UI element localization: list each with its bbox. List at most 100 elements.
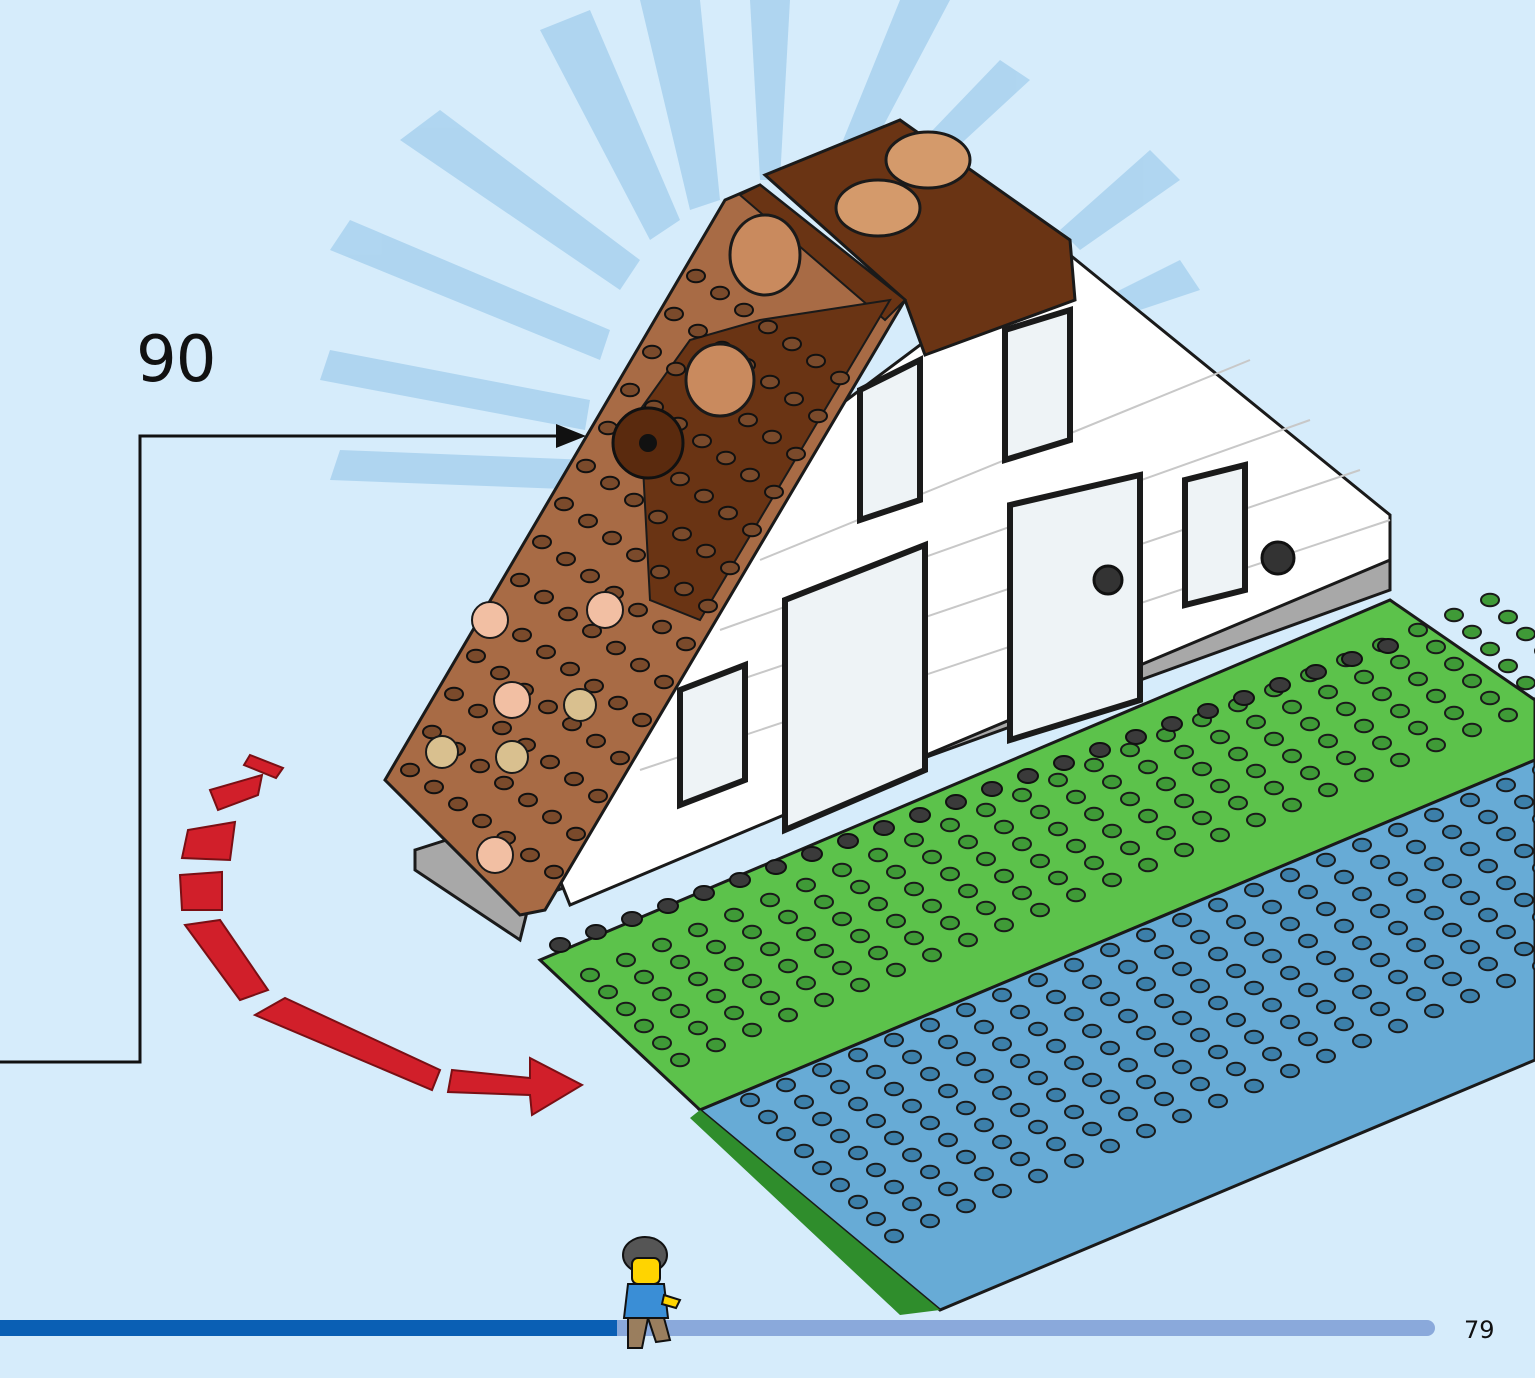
- stud: [1012, 836, 1032, 852]
- stud: [664, 306, 684, 322]
- stud: [1172, 1059, 1192, 1075]
- stud: [1269, 677, 1291, 693]
- stud: [1125, 729, 1147, 745]
- stud: [1300, 765, 1320, 781]
- stud: [1442, 873, 1462, 889]
- stud: [688, 1020, 708, 1036]
- stud: [938, 1083, 958, 1099]
- stud: [674, 581, 694, 597]
- stud: [616, 1001, 636, 1017]
- stud: [670, 954, 690, 970]
- stud: [1208, 1093, 1228, 1109]
- stud: [1046, 1038, 1066, 1054]
- stud: [994, 868, 1014, 884]
- stud: [670, 471, 690, 487]
- stud: [940, 915, 960, 931]
- stud: [884, 1081, 904, 1097]
- house-wall: [558, 253, 1392, 907]
- stud: [672, 526, 692, 542]
- stud: [706, 939, 726, 955]
- stud: [578, 513, 598, 529]
- stud: [778, 958, 798, 974]
- stud: [510, 572, 530, 588]
- stud: [758, 1109, 778, 1125]
- stud: [532, 534, 552, 550]
- stud: [1190, 1027, 1210, 1043]
- stud: [1352, 837, 1372, 853]
- stud: [1390, 654, 1410, 670]
- stud: [1460, 988, 1480, 1004]
- stud: [1336, 701, 1356, 717]
- stud: [608, 695, 628, 711]
- step-number: 90: [136, 323, 216, 397]
- stud: [830, 1128, 850, 1144]
- stud: [1046, 1136, 1066, 1152]
- stud: [716, 450, 736, 466]
- stud: [1352, 984, 1372, 1000]
- glass-door-left: [782, 540, 928, 835]
- stud: [1028, 1070, 1048, 1086]
- stud: [974, 1019, 994, 1035]
- stud: [976, 851, 996, 867]
- stud: [616, 952, 636, 968]
- stud: [1102, 774, 1122, 790]
- stud: [558, 606, 578, 622]
- stud: [1341, 651, 1363, 667]
- stud: [778, 1007, 798, 1023]
- stud: [624, 492, 644, 508]
- stud: [1424, 807, 1444, 823]
- stud: [945, 794, 967, 810]
- stud: [1424, 856, 1444, 872]
- stud: [760, 941, 780, 957]
- stud: [958, 883, 978, 899]
- stud: [1424, 954, 1444, 970]
- stud: [760, 374, 780, 390]
- stud: [1444, 607, 1464, 623]
- stud: [1120, 791, 1140, 807]
- stud: [1172, 961, 1192, 977]
- stud: [902, 1147, 922, 1163]
- stud: [1282, 748, 1302, 764]
- stud: [796, 926, 816, 942]
- stud: [1154, 993, 1174, 1009]
- stud: [866, 1211, 886, 1227]
- stud: [698, 598, 718, 614]
- stud: [742, 522, 762, 538]
- stud: [424, 779, 444, 795]
- page-number: 79: [1464, 1316, 1495, 1344]
- stud: [642, 344, 662, 360]
- stud: [794, 1143, 814, 1159]
- stud: [796, 877, 816, 893]
- roof-panel: [383, 183, 907, 917]
- window-side: [1182, 461, 1248, 609]
- callout-line: [0, 424, 586, 1064]
- blue-baseplate: [690, 758, 1535, 1315]
- stud: [1046, 1087, 1066, 1103]
- stud: [1460, 792, 1480, 808]
- stud: [650, 564, 670, 580]
- stud: [1424, 905, 1444, 921]
- stud: [688, 922, 708, 938]
- window-upper-right: [1002, 305, 1073, 465]
- stud: [782, 336, 802, 352]
- stud: [534, 589, 554, 605]
- stud: [724, 1005, 744, 1021]
- stud: [1478, 956, 1498, 972]
- stud: [1298, 884, 1318, 900]
- stud: [1246, 763, 1266, 779]
- stud: [830, 1079, 850, 1095]
- stud: [1406, 937, 1426, 953]
- stud: [1226, 914, 1246, 930]
- stud: [518, 792, 538, 808]
- stud: [832, 960, 852, 976]
- stud: [1514, 843, 1534, 859]
- stud: [909, 807, 931, 823]
- stud: [542, 809, 562, 825]
- stud: [1048, 821, 1068, 837]
- stud: [1462, 722, 1482, 738]
- stud: [584, 678, 604, 694]
- stud: [794, 1094, 814, 1110]
- stud: [696, 543, 716, 559]
- stud: [1305, 664, 1327, 680]
